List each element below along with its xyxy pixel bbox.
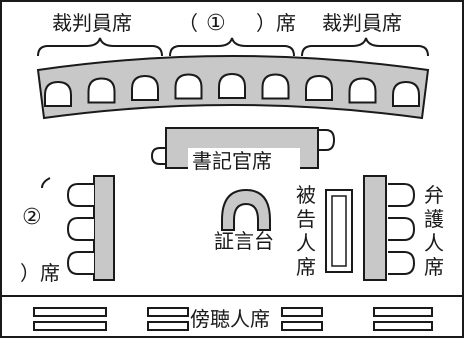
blank-2-chair <box>66 251 94 275</box>
bench-chairs <box>44 72 420 108</box>
defense-chair <box>388 217 416 241</box>
defendant-label-char: 席 <box>296 255 316 279</box>
blank-2-label: ）席 <box>20 261 60 285</box>
blank-1-close: ）席 <box>256 11 296 35</box>
blank-2-number: ② <box>22 205 42 230</box>
defense-label-char: 弁 <box>424 183 444 207</box>
defense-label-char: 護 <box>424 207 444 231</box>
defendant-label-char: 人 <box>296 231 316 255</box>
clerk-label-bg <box>188 148 300 174</box>
defense-label-char: 席 <box>424 255 444 279</box>
clerk-chair-left <box>150 147 170 165</box>
gallery-bench <box>147 321 189 331</box>
defense-chair <box>388 183 416 207</box>
defendant-box-inner <box>331 195 347 267</box>
judges-right-label: 裁判員席 <box>322 11 402 35</box>
blank-1-brace <box>169 37 295 57</box>
judges-left-label: 裁判員席 <box>52 11 132 35</box>
witness-label: 証言台 <box>214 229 274 253</box>
blank-2-desk <box>93 175 115 281</box>
defense-label-char: 人 <box>424 231 444 255</box>
gallery-bench <box>281 321 323 331</box>
blank-2-open-paren-top <box>41 177 51 189</box>
blank-2-chair <box>66 217 94 241</box>
gallery-label: 傍聴人席 <box>190 307 270 331</box>
blank-1-open: （ <box>178 11 198 35</box>
gallery-bench <box>147 307 189 317</box>
defendant-label-char: 告 <box>296 207 316 231</box>
clerk-label: 書記官席 <box>192 149 272 173</box>
bench-chair <box>131 75 159 102</box>
bench-chair <box>218 72 246 99</box>
defense-chairs <box>388 183 416 275</box>
witness-stand <box>221 188 271 231</box>
judges-left-brace <box>37 37 163 57</box>
defense-desk <box>363 175 387 281</box>
gallery-bench <box>33 307 107 317</box>
blank-2-chairs <box>66 183 94 275</box>
defense-chair <box>388 251 416 275</box>
bench-chair <box>174 73 203 100</box>
bench-chair <box>305 75 333 102</box>
gallery-bench <box>33 321 107 331</box>
bench-chair <box>348 77 377 104</box>
clerk-chair-right <box>316 129 336 151</box>
judges-right-brace <box>301 37 429 57</box>
bench-chair <box>44 81 72 108</box>
gallery-bench <box>281 307 323 317</box>
bench-chair <box>392 81 420 108</box>
gallery-bench <box>373 307 433 317</box>
blank-2-chair <box>66 183 94 207</box>
gallery-bench <box>373 321 433 331</box>
bench-chair <box>261 73 290 100</box>
bench-chair <box>87 77 116 104</box>
blank-1-number: ① <box>206 11 226 36</box>
defendant-label-char: 被 <box>296 183 316 207</box>
